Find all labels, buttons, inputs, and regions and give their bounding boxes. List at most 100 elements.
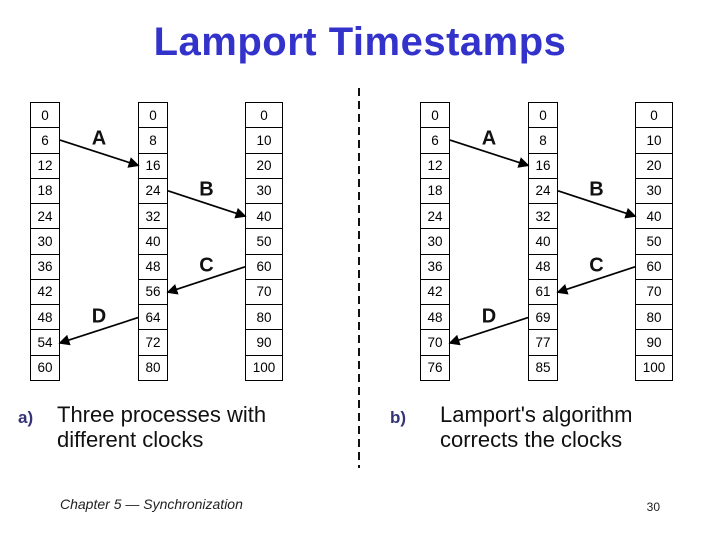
message-arrow-A [59, 139, 140, 168]
clock-value-cell: 36 [421, 253, 449, 279]
clock-value-cell: 80 [636, 304, 672, 329]
clock-value-cell: 30 [421, 228, 449, 253]
clock-value-cell: 100 [636, 354, 672, 380]
message-arrow-D [448, 316, 529, 346]
caption-a-line1: Three processes with [57, 402, 267, 427]
clock-value-cell: 0 [149, 107, 157, 123]
clock-value-cell: 32 [529, 203, 557, 228]
clock-value-cell: 50 [636, 228, 672, 253]
clock-value-cell: 24 [421, 203, 449, 228]
clock-value-cell: 48 [139, 253, 167, 279]
clock-value-cell: 70 [636, 278, 672, 304]
clock-value-cell: 18 [31, 177, 59, 203]
clock-value-cell: 50 [246, 228, 282, 253]
clock-value-cell: 30 [31, 228, 59, 253]
clock-value-cell: 61 [529, 278, 557, 304]
clock-value-cell: 48 [31, 304, 59, 329]
message-label-A: A [482, 128, 496, 150]
clock-value-cell: 16 [529, 152, 557, 178]
message-arrows: A B C D [448, 128, 637, 346]
clock-value-cell: 64 [139, 304, 167, 329]
clock-value-cell: 8 [529, 127, 557, 152]
clock-value-cell: 6 [421, 127, 449, 152]
clock-value-cell: 16 [139, 152, 167, 178]
clock-value-cell: 40 [636, 203, 672, 228]
caption-b: Lamport's algorithm corrects the clocks [440, 402, 633, 452]
caption-marker-a: a) [18, 408, 34, 427]
clock-value-cell: 48 [529, 253, 557, 279]
clock-value-cell: 77 [529, 329, 557, 354]
message-arrow-C [166, 266, 246, 295]
clock-value-cell: 12 [31, 152, 59, 178]
clock-value-cell: 100 [246, 354, 282, 380]
caption-a: Three processes with different clocks [57, 402, 266, 452]
clock-value-cell: 30 [636, 177, 672, 203]
message-arrow-C [556, 266, 636, 295]
caption-b-line1: Lamport's algorithm [440, 402, 633, 427]
clock-value-cell: 10 [246, 127, 282, 152]
message-label-B: B [199, 178, 213, 200]
clock-value-cell: 60 [246, 253, 282, 279]
clock-value-cell: 40 [246, 203, 282, 228]
clock-value-cell: 24 [139, 177, 167, 203]
caption-a-line2: different clocks [57, 427, 204, 452]
page-title: Lamport Timestamps [153, 20, 567, 64]
clock-value-cell: 0 [431, 107, 439, 123]
clock-value-cell: 0 [650, 107, 658, 123]
clock-value-cell: 90 [246, 329, 282, 354]
footer-page-number: 30 [646, 500, 660, 514]
message-label-C: C [589, 255, 603, 277]
clock-value-cell: 20 [246, 152, 282, 178]
clock-value-cell: 40 [139, 228, 167, 253]
clock-value-cell: 42 [421, 278, 449, 304]
message-arrows: A B C D [58, 128, 247, 346]
clock-value-cell: 8 [139, 127, 167, 152]
message-label-C: C [199, 255, 213, 277]
clock-value-cell: 54 [31, 329, 59, 354]
clock-value-cell: 80 [139, 354, 167, 380]
clock-value-cell: 0 [539, 107, 547, 123]
clock-value-cell: 32 [139, 203, 167, 228]
clock-value-cell: 20 [636, 152, 672, 178]
clock-value-cell: 0 [41, 107, 49, 123]
clock-value-cell: 70 [421, 329, 449, 354]
clock-value-cell: 80 [246, 304, 282, 329]
clock-value-cell: 18 [421, 177, 449, 203]
clock-value-cell: 70 [246, 278, 282, 304]
clock-value-cell: 0 [260, 107, 268, 123]
caption-b-line2: corrects the clocks [440, 427, 623, 452]
clock-value-cell: 10 [636, 127, 672, 152]
clock-value-cell: 30 [246, 177, 282, 203]
clock-value-cell: 56 [139, 278, 167, 304]
message-label-A: A [92, 128, 106, 150]
clock-value-cell: 42 [31, 278, 59, 304]
message-label-D: D [482, 305, 496, 327]
footer-chapter: Chapter 5 — Synchronization [60, 496, 243, 512]
caption-marker-b: b) [390, 408, 407, 427]
message-arrow-B [167, 189, 247, 219]
clock-value-cell: 24 [31, 203, 59, 228]
divider-dashed-line [358, 88, 360, 468]
clock-value-cell: 36 [31, 253, 59, 279]
clock-value-cell: 85 [529, 354, 557, 380]
message-arrow-A [449, 139, 530, 168]
message-label-B: B [589, 178, 603, 200]
message-arrow-D [58, 316, 139, 346]
clock-value-cell: 76 [421, 354, 449, 380]
clock-value-cell: 12 [421, 152, 449, 178]
clock-value-cell: 69 [529, 304, 557, 329]
clock-value-cell: 60 [31, 354, 59, 380]
message-label-D: D [92, 305, 106, 327]
clock-value-cell: 6 [31, 127, 59, 152]
clock-value-cell: 48 [421, 304, 449, 329]
clock-value-cell: 40 [529, 228, 557, 253]
